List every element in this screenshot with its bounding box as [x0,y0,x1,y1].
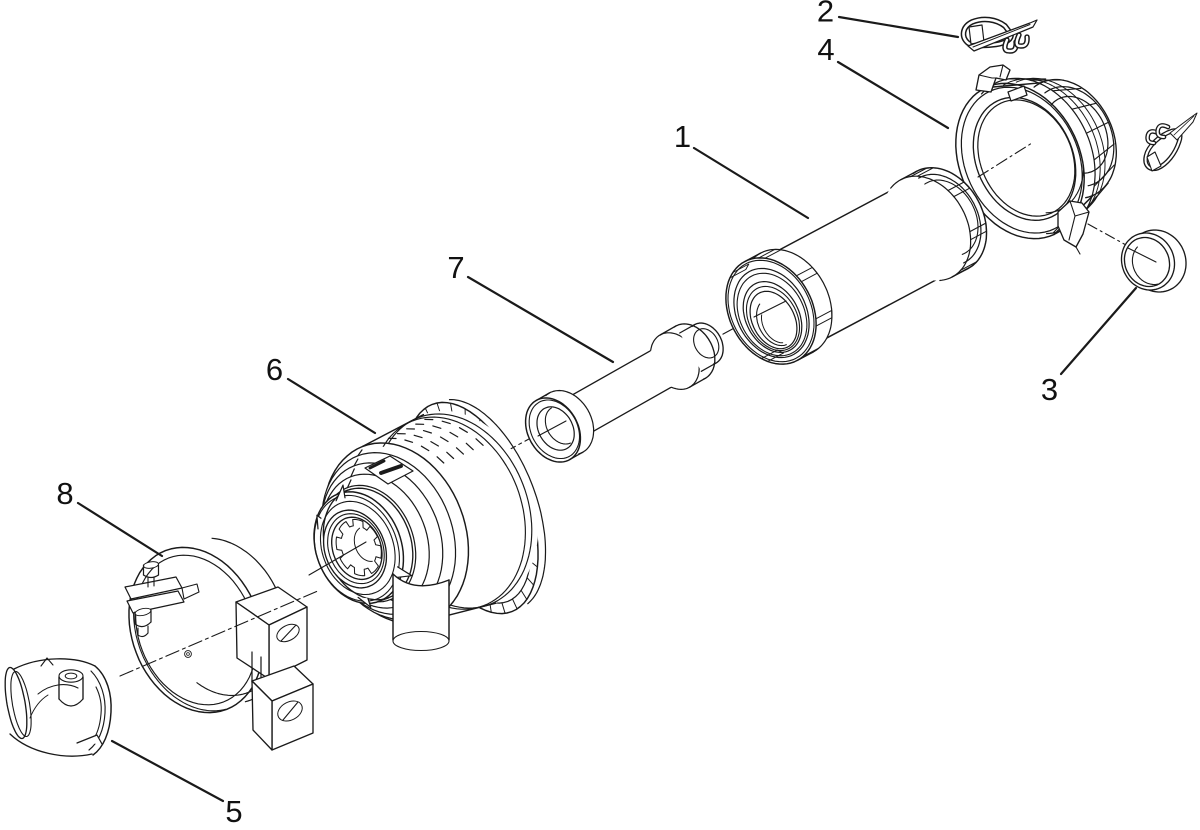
svg-text:7: 7 [447,250,464,285]
svg-text:5: 5 [225,794,242,829]
svg-text:1: 1 [674,119,691,154]
svg-text:6: 6 [266,352,283,387]
svg-text:4: 4 [817,32,834,67]
svg-text:3: 3 [1041,372,1058,407]
svg-text:2: 2 [817,0,834,29]
svg-text:8: 8 [56,476,73,511]
